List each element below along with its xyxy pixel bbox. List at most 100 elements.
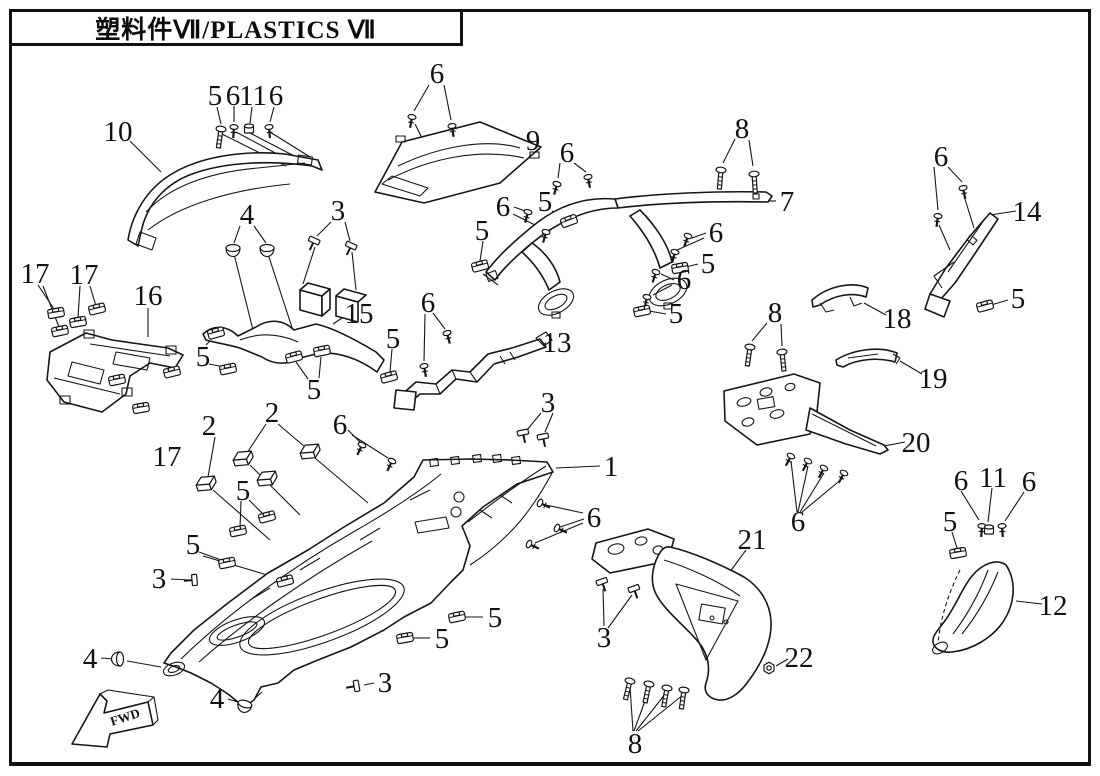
callout-21: 21 xyxy=(738,524,767,556)
leader-line xyxy=(389,348,393,373)
fastener-screw-icon xyxy=(658,683,674,709)
leader-line xyxy=(676,237,705,251)
leader-line xyxy=(557,162,561,179)
callout-6: 6 xyxy=(791,506,806,538)
leader-line xyxy=(239,500,242,529)
fastener-clip-icon xyxy=(228,524,248,538)
callout-6: 6 xyxy=(954,465,969,497)
callout-17: 17 xyxy=(21,258,50,290)
callout-11: 11 xyxy=(979,462,1007,494)
fastener-pin-icon xyxy=(382,456,398,474)
fastener-clip-icon xyxy=(46,306,66,320)
leader-line xyxy=(413,84,430,112)
leader-line xyxy=(790,460,798,513)
callout-3: 3 xyxy=(378,667,393,699)
leader-line xyxy=(990,299,1009,306)
leader-line xyxy=(1015,600,1043,605)
fastener-clip-icon xyxy=(395,631,415,645)
callout-6: 6 xyxy=(269,80,284,112)
callout-6: 6 xyxy=(560,137,575,169)
callout-5: 5 xyxy=(669,298,684,330)
callout-6: 6 xyxy=(333,409,348,441)
callout-6: 6 xyxy=(226,80,241,112)
callout-3: 3 xyxy=(331,195,346,227)
part-13-shape xyxy=(393,331,553,411)
callout-8: 8 xyxy=(628,728,643,760)
leader-line xyxy=(960,490,980,521)
fastener-pin-icon xyxy=(405,112,418,130)
callout-17: 17 xyxy=(153,441,182,473)
parts-artwork-layer: FWD xyxy=(46,121,1014,748)
fastener-pin-icon xyxy=(647,267,662,285)
callout-5: 5 xyxy=(208,80,223,112)
callout-6: 6 xyxy=(587,502,602,534)
leader-line xyxy=(899,360,923,375)
callout-16: 16 xyxy=(134,280,163,312)
callout-2: 2 xyxy=(202,410,217,442)
fastener-pin-icon xyxy=(535,497,553,513)
fastener-tclip-icon xyxy=(344,679,361,695)
fastener-clip-icon xyxy=(447,610,467,624)
callout-15: 15 xyxy=(345,298,374,330)
leader-line xyxy=(801,477,844,513)
leader-line xyxy=(77,285,81,319)
callout-5: 5 xyxy=(488,602,503,634)
callout-8: 8 xyxy=(735,113,750,145)
callout-6: 6 xyxy=(934,141,949,173)
leader-line xyxy=(37,284,55,310)
part-14-shape xyxy=(924,212,999,318)
leader-line xyxy=(938,224,951,251)
leader-line xyxy=(544,412,554,433)
callout-4: 4 xyxy=(240,199,255,231)
callout-5: 5 xyxy=(1011,283,1026,315)
leader-line xyxy=(799,472,825,513)
callout-5: 5 xyxy=(943,506,958,538)
fastener-clip-icon xyxy=(87,302,107,316)
leader-line xyxy=(253,225,267,244)
fastener-pin-icon xyxy=(996,522,1008,539)
fastener-clip-icon xyxy=(50,324,70,338)
leader-line xyxy=(559,518,585,528)
part-10-shape xyxy=(127,152,323,251)
fastener-pin-icon xyxy=(263,123,276,140)
callout-4: 4 xyxy=(210,683,225,715)
fastener-clip-icon xyxy=(379,369,399,385)
leader-line xyxy=(344,221,351,242)
leader-line xyxy=(545,504,584,514)
leader-line xyxy=(691,232,707,239)
leader-line xyxy=(302,246,316,285)
fastener-pin-icon xyxy=(418,361,431,379)
fastener-pin-icon xyxy=(441,328,455,346)
fastener-clip-icon xyxy=(162,365,182,379)
callout-14: 14 xyxy=(1013,196,1043,228)
fastener-pin-icon xyxy=(228,123,240,140)
fastener-pin-icon xyxy=(957,183,971,201)
part-18-shape xyxy=(811,284,869,313)
fastener-clip-icon xyxy=(131,401,151,415)
leader-line xyxy=(989,210,1017,216)
callout-6: 6 xyxy=(496,191,511,223)
leader-line xyxy=(933,166,939,211)
callout-5: 5 xyxy=(386,323,401,355)
callout-13: 13 xyxy=(543,327,572,359)
callout-20: 20 xyxy=(902,427,931,459)
leader-line xyxy=(89,285,97,307)
part-12-shape xyxy=(932,561,1014,655)
callout-12: 12 xyxy=(1039,590,1068,622)
part-7-shape xyxy=(485,190,773,319)
callout-17: 17 xyxy=(70,259,99,291)
leader-line xyxy=(573,162,587,173)
leader-line xyxy=(513,206,526,212)
callout-3: 3 xyxy=(152,563,167,595)
fastener-screw-icon xyxy=(741,342,756,368)
title-box: 塑料件Ⅶ/PLASTICS Ⅶ xyxy=(9,9,463,46)
leader-line xyxy=(432,312,446,330)
leader-line xyxy=(126,660,162,668)
fastener-cap-icon xyxy=(243,123,255,134)
leader-line xyxy=(248,499,264,515)
fastener-tclip-icon xyxy=(182,573,199,588)
callout-5: 5 xyxy=(475,215,490,247)
fastener-screw-icon xyxy=(748,170,761,194)
callout-6: 6 xyxy=(1022,466,1037,498)
